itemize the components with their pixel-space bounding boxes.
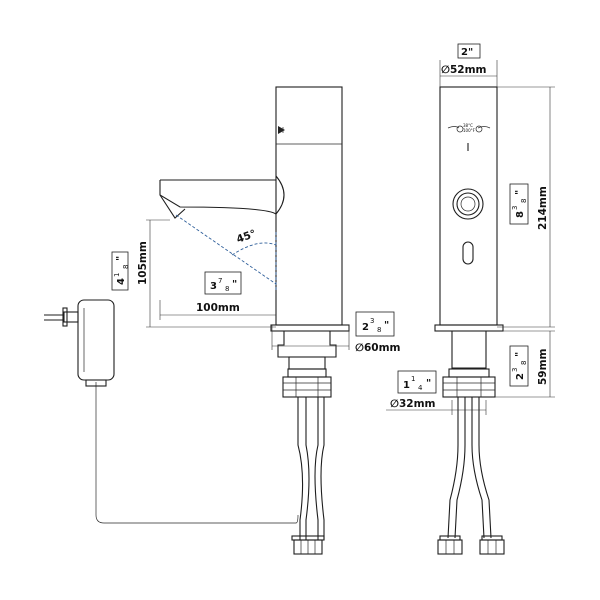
svg-text:": " xyxy=(232,279,237,290)
base-inch: 2 3 8 " xyxy=(362,317,389,334)
svg-text:": " xyxy=(514,352,525,357)
spout-aerator xyxy=(159,194,186,219)
body-diameter-inch-box xyxy=(457,43,481,59)
power-adapter xyxy=(77,299,115,381)
svg-text:4: 4 xyxy=(116,278,127,285)
shank-length-inch: 2 3 8 " xyxy=(511,352,528,380)
shank-diameter-mm: ∅32mm xyxy=(390,398,436,410)
base-mm: ∅60mm xyxy=(355,342,401,354)
svg-text:": " xyxy=(514,190,525,195)
spout xyxy=(159,179,277,215)
side-view: 45° xyxy=(44,86,401,555)
base-inch-box xyxy=(355,311,395,337)
svg-text:7: 7 xyxy=(218,277,222,285)
body-diameter-inch: 2" xyxy=(461,47,473,58)
spray-line xyxy=(175,214,277,285)
total-height-mm: 214mm xyxy=(537,186,549,230)
svg-text:8: 8 xyxy=(225,285,229,293)
hose-fitting-right xyxy=(479,539,505,555)
spout-height-inch: 4 1 8 " xyxy=(113,256,130,285)
reach-mm: 100mm xyxy=(196,302,240,314)
mounting-nut-side xyxy=(282,376,332,398)
hot-icon xyxy=(475,125,483,133)
spout-height-mm: 105mm xyxy=(137,241,149,285)
faucet-body-side xyxy=(275,86,343,326)
svg-text:": " xyxy=(384,320,389,331)
svg-text:1: 1 xyxy=(403,380,410,391)
svg-text:": " xyxy=(115,256,126,261)
aerator-inner xyxy=(456,192,480,216)
svg-text:2: 2 xyxy=(362,322,369,333)
hose-front-right xyxy=(471,397,485,539)
svg-text:8: 8 xyxy=(520,361,528,365)
svg-text:2: 2 xyxy=(515,373,526,380)
spout-height-inch-box xyxy=(111,251,129,291)
svg-text:1: 1 xyxy=(411,375,415,383)
angle-label: 45° xyxy=(235,228,258,246)
shank-diameter-inch-box xyxy=(397,370,437,394)
svg-text:8: 8 xyxy=(520,199,528,203)
spout-joint xyxy=(275,175,285,215)
shank-front xyxy=(451,331,487,369)
svg-text:3: 3 xyxy=(210,281,217,292)
hose-side-1 xyxy=(297,397,304,540)
reach-inch: 3 7 8 " xyxy=(210,277,237,293)
reach-inch-box xyxy=(204,271,242,295)
sensor-window xyxy=(462,241,474,265)
svg-text:100°F: 100°F xyxy=(463,128,476,133)
base-plate-side xyxy=(270,324,350,332)
svg-text:8: 8 xyxy=(377,326,381,334)
front-view: 38°C 100°F xyxy=(386,43,555,555)
hose-front-left xyxy=(447,397,459,539)
hose-side-2 xyxy=(314,397,319,540)
svg-text:1: 1 xyxy=(113,273,121,277)
body-diameter-mm: ∅52mm xyxy=(441,64,487,76)
sensor-arrow-icon xyxy=(278,126,285,134)
temperature-badge: 38°C 100°F xyxy=(447,123,491,133)
hose-fitting-left xyxy=(437,539,463,555)
base-plate-front xyxy=(434,324,504,332)
total-height-inch-box xyxy=(509,183,529,225)
angle-arc xyxy=(231,242,277,256)
svg-text:": " xyxy=(426,378,431,389)
mounting-nut-front xyxy=(442,376,496,398)
shank-side xyxy=(277,331,337,358)
shank-length-mm: 59mm xyxy=(537,348,549,385)
svg-text:8: 8 xyxy=(515,211,526,218)
svg-text:3: 3 xyxy=(511,206,519,210)
svg-text:3: 3 xyxy=(511,368,519,372)
shank-length-inch-box xyxy=(509,345,529,387)
power-cable xyxy=(95,382,299,524)
svg-text:4: 4 xyxy=(418,384,423,392)
svg-text:3: 3 xyxy=(370,317,374,325)
svg-text:38°C: 38°C xyxy=(463,123,473,128)
total-height-inch: 8 3 8 " xyxy=(511,190,528,218)
shank-diameter-inch: 1 1 4 " xyxy=(403,375,431,392)
cold-icon xyxy=(456,125,464,133)
aerator-outer xyxy=(452,188,484,220)
svg-text:8: 8 xyxy=(122,265,130,269)
